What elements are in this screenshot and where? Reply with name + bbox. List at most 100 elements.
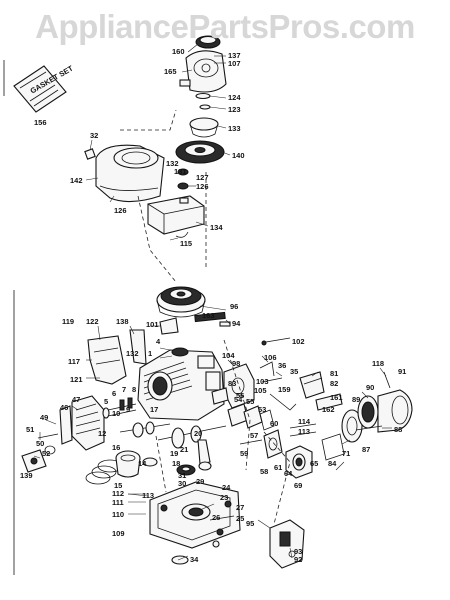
label-91: 91 (398, 367, 406, 376)
label-90: 90 (366, 383, 374, 392)
label-133: 133 (228, 124, 241, 133)
label-32: 32 (90, 131, 98, 140)
label-88: 88 (394, 425, 402, 434)
label-35: 35 (290, 367, 298, 376)
air-cleaner-cover (377, 389, 413, 433)
muffler-bracket (299, 371, 325, 399)
bolt-114 (289, 423, 317, 429)
label-117: 117 (68, 357, 80, 366)
label-7: 7 (122, 385, 126, 394)
cylinder-head (71, 395, 105, 451)
label-9: 9 (126, 405, 130, 414)
plug-26 (212, 540, 220, 548)
washer-124 (195, 92, 211, 100)
label-137: 137 (228, 51, 241, 60)
air-filter-element (357, 395, 379, 429)
muffler-outlet (285, 445, 313, 479)
bolt-102-head (261, 340, 267, 346)
label-111: 111 (112, 498, 124, 507)
label-92: 92 (294, 555, 302, 564)
seal-52 (44, 445, 56, 455)
label-65: 65 (310, 459, 318, 468)
head-gasket (59, 405, 73, 445)
gasket-set-card: GASKET SET (13, 63, 75, 113)
label-47: 47 (72, 395, 80, 404)
label-57: 57 (250, 431, 258, 440)
connecting-rod (197, 439, 212, 471)
ignition-coil (194, 311, 226, 323)
label-52: 52 (42, 449, 50, 458)
label-4: 4 (156, 337, 161, 346)
label-115a: 115 (180, 239, 192, 248)
label-96: 96 (230, 302, 238, 311)
label-134: 134 (210, 223, 223, 232)
label-114: 114 (298, 417, 311, 426)
spring-115 (175, 231, 189, 238)
label-82: 82 (330, 379, 338, 388)
label-127: 127 (196, 173, 209, 182)
label-58: 58 (260, 467, 268, 476)
label-165: 165 (164, 67, 177, 76)
label-25: 25 (236, 514, 244, 523)
intake-gaskets (227, 403, 275, 431)
plate-84 (321, 433, 345, 461)
label-132b: 132 (126, 349, 139, 358)
label-126a: 126 (196, 182, 209, 191)
label-104: 104 (222, 351, 235, 360)
screw-57 (239, 439, 263, 445)
flywheel-screen (175, 140, 225, 164)
label-24: 24 (222, 483, 231, 492)
starter-housing (179, 50, 227, 93)
bolt-131 (177, 168, 189, 176)
label-46: 46 (60, 403, 68, 412)
label-159: 159 (278, 385, 291, 394)
fuel-tank-shroud (95, 144, 165, 203)
piston-rings (85, 459, 123, 485)
align-line-4 (223, 339, 251, 471)
label-163: 163 (202, 311, 215, 320)
label-110: 110 (112, 510, 124, 519)
part-number-labels: 160 137 107 165 124 123 133 140 32 132 1… (20, 47, 406, 564)
washer-123 (199, 104, 211, 110)
label-61: 61 (274, 463, 282, 472)
bolt-113 (289, 431, 317, 437)
label-98: 98 (232, 359, 240, 368)
valves (102, 397, 137, 419)
label-87: 87 (362, 445, 370, 454)
label-19: 19 (170, 449, 178, 458)
label-23: 23 (220, 493, 228, 502)
label-71: 71 (342, 449, 350, 458)
label-123: 123 (228, 105, 241, 114)
label-54: 54 (234, 395, 243, 404)
intake-pipe (263, 429, 283, 459)
label-26: 26 (212, 513, 220, 522)
label-109: 109 (112, 529, 125, 538)
lever-159 (269, 393, 297, 411)
label-132: 132 (166, 159, 179, 168)
label-29: 29 (196, 477, 204, 486)
label-69: 69 (294, 481, 302, 490)
label-8: 8 (132, 385, 136, 394)
label-93: 93 (294, 547, 302, 556)
cylinder-shroud (87, 335, 127, 385)
timing-gear (176, 464, 196, 476)
label-14: 14 (138, 459, 147, 468)
label-89: 89 (352, 395, 360, 404)
label-156: 156 (34, 118, 47, 127)
label-160: 160 (172, 47, 185, 56)
label-56: 56 (236, 391, 244, 400)
label-20: 20 (194, 429, 202, 438)
label-55: 55 (246, 397, 254, 406)
label-121: 121 (70, 375, 83, 384)
engine-block (137, 347, 225, 421)
throttle-linkage (259, 361, 283, 383)
label-5: 5 (104, 397, 108, 406)
label-6: 6 (112, 389, 116, 398)
label-107: 107 (228, 59, 241, 68)
label-18: 18 (172, 459, 180, 468)
label-119: 119 (62, 317, 74, 326)
label-59: 59 (240, 449, 248, 458)
wrist-pin (142, 457, 158, 467)
label-30: 30 (178, 479, 186, 488)
